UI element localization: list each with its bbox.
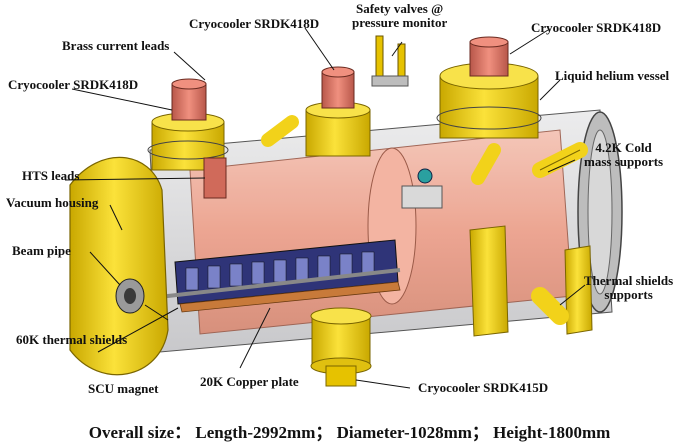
label-vacuum-housing: Vacuum housing [6,195,99,210]
label-20k-copper-plate: 20K Copper plate [200,374,299,389]
support-rod-mid [471,143,501,185]
label-thermal-shields-supports: Thermal shields supports [584,273,674,302]
label-beam-pipe: Beam pipe [12,243,71,258]
label-cold-mass-supports: 4.2K Cold mass supports [584,140,664,169]
support-rod-bottom [531,287,569,325]
copper-plate [179,281,401,313]
support-rod-left [261,115,299,147]
label-brass-current-leads: Brass current leads [62,38,170,53]
label-60k-thermal-shields: 60K thermal shields [16,332,128,347]
label-cryocooler-center: Cryocooler SRDK418D [189,16,320,31]
end-plate-yellow [69,156,169,376]
pressure-monitor [417,168,433,184]
label-safety-valves: Safety valves @ pressure monitor [352,1,448,30]
hts-leads-box [203,157,227,199]
label-hts-leads: HTS leads [22,168,80,183]
support-plate-center [469,225,509,337]
overall-size-caption: Overall size： Length-2992mm； Diameter-10… [88,423,611,442]
cryohead-bottom [325,365,357,387]
leader-lines [64,27,586,389]
label-cryocooler-top-right: Cryocooler SRDK418D [531,20,662,35]
label-scu-magnet: SCU magnet [88,381,159,396]
label-liquid-helium-vessel: Liquid helium vessel [555,68,670,83]
cryohead-center [321,71,355,109]
label-cryocooler-bottom: Cryocooler SRDK415D [418,380,549,395]
safety-valve-1 [375,35,384,77]
label-cryocooler-top-left: Cryocooler SRDK418D [8,77,139,92]
cryohead-tr [469,41,509,77]
magnet-coils [185,251,375,291]
beam-pipe-tube [149,268,401,300]
